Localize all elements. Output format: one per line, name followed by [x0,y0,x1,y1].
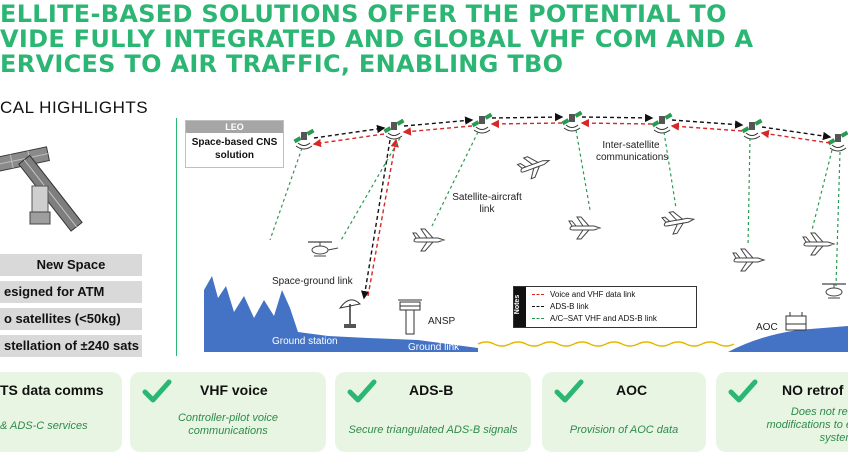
legend-item-acsat: A/C–SAT VHF and ADS-B link [532,314,657,323]
helicopter-icon [822,283,846,299]
card-vhf-voice: VHF voice Controller-pilot voice communi… [130,372,326,452]
label-aoc: AOC [756,322,778,333]
leo-box: LEO Space-based CNS solution [185,120,284,168]
check-icon [554,379,584,403]
card-ads-b: ADS-B Secure triangulated ADS-B signals [335,372,531,452]
card-title: VHF voice [200,382,268,398]
leo-body: Space-based CNS solution [191,137,278,161]
feature-new-space: New Space [0,254,142,276]
feature-designed-for-atm: esigned for ATM [0,281,142,303]
card-data-comms: TS data comms & ADS-C services [0,372,122,452]
card-desc: Secure triangulated ADS-B signals [348,424,518,436]
helicopter-icon [308,241,339,257]
label-ansp: ANSP [428,316,456,327]
ground-station-dish-icon [338,299,362,328]
aircraft-icon [732,248,765,272]
label-space-ground: Space-ground link [272,276,353,287]
mountain-terrain [204,276,478,352]
legend-tab: Notes [514,287,526,327]
aoc-building-icon [785,312,807,331]
control-tower-icon [398,299,422,335]
satellite-icon [560,110,584,132]
legend-item-adsb: ADS-B link [532,302,589,311]
aircraft-icon [515,149,554,182]
card-no-retrofit: NO retrof Does not requ modifications to… [716,372,848,452]
card-title: TS data comms [0,382,104,398]
headline-line-3: ERVICES TO AIR TRAFFIC, ENABLING TBO [0,50,564,77]
legend-item-voice: Voice and VHF data link [532,290,635,299]
card-aoc: AOC Provision of AOC data [542,372,706,452]
satellite-icon [650,112,674,134]
satellite-icon [382,118,406,140]
highlights-title: CAL HIGHLIGHTS [0,98,149,117]
cns-diagram [204,110,848,352]
label-satellite-aircraft: Satellite-aircraft link [452,192,522,215]
aircraft-icon [802,232,835,256]
label-ground-link: Ground link [408,342,460,353]
satellite-icon [292,128,316,150]
aircraft-icon [568,216,601,240]
section-divider [176,118,177,356]
satellite-icon [826,130,848,152]
label-ground-station: Ground station [272,336,338,347]
coast-terrain [728,326,848,352]
card-desc: Provision of AOC data [569,424,679,436]
satellite-icon [740,118,764,140]
headline-line-2: VIDE FULLY INTEGRATED AND GLOBAL VHF COM… [0,25,754,53]
card-title: NO retrof [782,382,844,398]
legend: Notes Voice and VHF data link ADS-B link… [513,286,697,328]
water [477,341,735,347]
check-icon [142,379,172,403]
aircraft-icon [660,207,697,236]
card-desc: & ADS-C services [0,420,88,432]
inter-satellite-links [312,112,832,148]
satellite-icon [470,112,494,134]
label-inter-satellite: Inter-satellite communications [596,140,669,163]
check-icon [347,379,377,403]
aircraft-icon [412,228,445,252]
satellite-aircraft-links [269,129,841,287]
leo-header: LEO [186,121,283,133]
card-title: ADS-B [409,382,454,398]
feature-satellite-size: o satellites (<50kg) [0,308,142,330]
card-title: AOC [616,382,648,398]
card-desc: Does not requ modifications to exi syste… [766,406,848,444]
headline-line-1: ELLITE-BASED SOLUTIONS OFFER THE POTENTI… [0,2,727,28]
satellite-product-image [0,146,83,232]
card-desc: Controller-pilot voice communications [177,412,279,437]
headline: ELLITE-BASED SOLUTIONS OFFER THE POTENTI… [0,2,848,77]
check-icon [728,379,758,403]
feature-constellation: stellation of ±240 sats [0,335,142,357]
space-ground-link [360,138,399,300]
